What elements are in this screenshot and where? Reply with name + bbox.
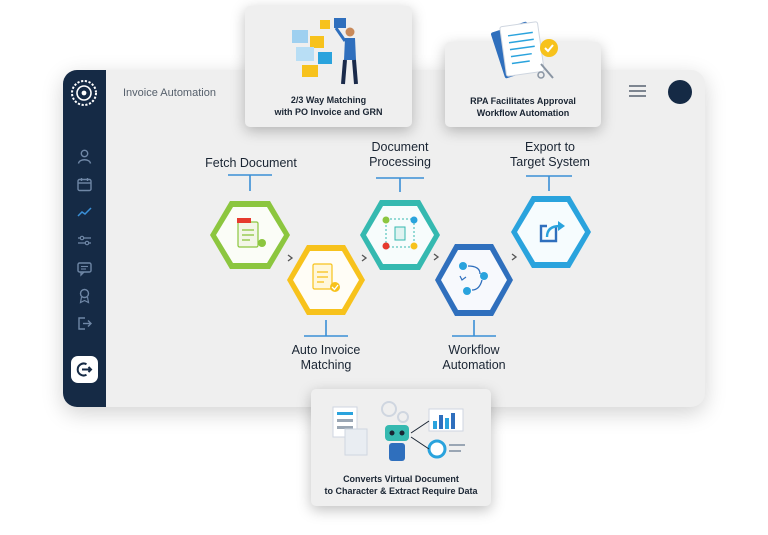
- approval-clipboard-illustration: [491, 21, 558, 79]
- workflow-automation-label-line2: Automation: [442, 358, 506, 372]
- exit-circle-icon: [76, 362, 93, 377]
- workflow-automation-hexagon[interactable]: [435, 244, 513, 316]
- invoice-check-icon: [312, 263, 340, 292]
- avatar[interactable]: [668, 80, 692, 104]
- badge-icon[interactable]: [76, 287, 93, 304]
- fetch-document-label: Fetch Document: [205, 156, 297, 170]
- export-label-line1: Export to: [524, 140, 576, 154]
- workflow-automation-label-line1: Workflow: [448, 343, 500, 357]
- export-arrow-icon: [539, 221, 565, 243]
- auto-invoice-label-line1: Auto Invoice: [291, 343, 361, 357]
- gear-flower-logo-icon[interactable]: [70, 79, 98, 107]
- step-ticks: [228, 174, 572, 337]
- sliders-icon[interactable]: [76, 232, 93, 249]
- workflow-automation-label: Workflow Automation: [424, 343, 524, 373]
- logout-icon[interactable]: [76, 315, 93, 332]
- document-processing-label-line2: Processing: [369, 155, 431, 169]
- matching-illustration: [292, 18, 358, 85]
- sidebar: [63, 70, 106, 407]
- workflow-gears-icon: [459, 262, 488, 295]
- convert-card-line1: Converts Virtual Document: [343, 474, 459, 484]
- rpa-card: RPA Facilitates Approval Workflow Automa…: [445, 21, 601, 127]
- document-processing-label-line1: Document: [371, 140, 429, 154]
- exit-button[interactable]: [71, 356, 98, 383]
- auto-invoice-hexagon[interactable]: [287, 245, 365, 315]
- robot-ocr-illustration: [332, 401, 465, 461]
- export-hexagon[interactable]: [511, 196, 591, 268]
- convert-card-line2: to Character & Extract Require Data: [324, 486, 478, 496]
- trend-icon[interactable]: [76, 204, 93, 221]
- matching-card-line1: 2/3 Way Matching: [290, 95, 367, 105]
- document-processing-hexagon[interactable]: [360, 200, 440, 270]
- app-title: Invoice Automation: [123, 87, 216, 99]
- fetch-document-hexagon[interactable]: [210, 201, 290, 269]
- rpa-card-line1: RPA Facilitates Approval: [470, 96, 576, 106]
- matching-card: 2/3 Way Matching with PO Invoice and GRN: [245, 6, 412, 127]
- rpa-card-line2: Workflow Automation: [476, 108, 570, 118]
- auto-invoice-label-line2: Matching: [300, 358, 352, 372]
- document-processing-label: Document Processing: [350, 140, 450, 170]
- matching-card-line2: with PO Invoice and GRN: [274, 107, 383, 117]
- auto-invoice-label: Auto Invoice Matching: [276, 343, 376, 373]
- document-gear-icon: [237, 218, 266, 248]
- export-label-line2: Target System: [510, 155, 590, 169]
- export-label: Export to Target System: [495, 140, 605, 170]
- calendar-icon[interactable]: [76, 176, 93, 193]
- convert-card: Converts Virtual Document to Character &…: [311, 389, 491, 506]
- process-steps-icon: [382, 216, 418, 250]
- flow-chevrons: [287, 253, 518, 262]
- message-icon[interactable]: [76, 260, 93, 277]
- hamburger-icon[interactable]: [629, 84, 646, 98]
- user-icon[interactable]: [76, 148, 93, 165]
